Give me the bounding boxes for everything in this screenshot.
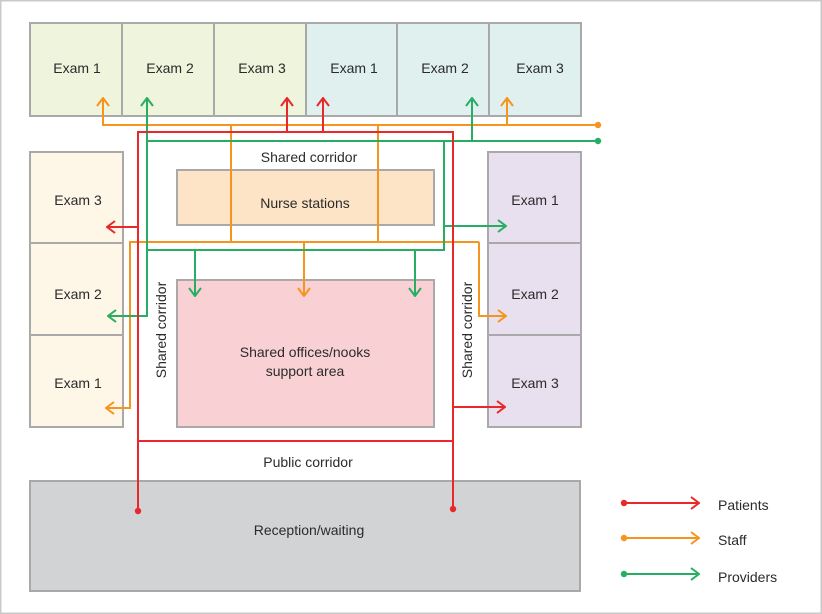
exam-room-label: Exam 3 [511, 375, 559, 391]
legend-label: Staff [718, 532, 747, 548]
legend-item-patients: Patients [620, 497, 769, 513]
exam-room-label: Exam 2 [54, 286, 102, 302]
staff-flow [103, 98, 602, 408]
shared-offices-label-line1: Shared offices/nooks [240, 344, 371, 360]
exam-room-label: Exam 1 [54, 375, 102, 391]
patient-route-loop [137, 131, 454, 511]
exam-room-label: Exam 1 [330, 60, 378, 76]
public-corridor-label: Public corridor [263, 454, 353, 470]
patients-flow [107, 98, 505, 515]
legend-label: Providers [718, 569, 777, 585]
providers-flow [108, 98, 602, 316]
legend-label: Patients [718, 497, 769, 513]
exam-room-label: Exam 3 [516, 60, 564, 76]
exam-room [121, 22, 215, 117]
top-shared-corridor-label: Shared corridor [261, 149, 358, 165]
right-exam-pod: Exam 1 Exam 2 Exam 3 [487, 151, 582, 428]
right-shared-corridor-label: Shared corridor [459, 281, 475, 378]
reception-waiting-area [29, 480, 581, 592]
exam-room [487, 151, 582, 244]
exam-room-label: Exam 1 [53, 60, 101, 76]
provider-origin-dot [594, 137, 602, 145]
top-right-exam-pod: Exam 1 Exam 2 Exam 3 [305, 22, 582, 117]
provider-route-connector [147, 141, 445, 251]
shared-offices-label-line2: support area [266, 363, 345, 379]
staff-route-right-exam2 [478, 242, 506, 316]
exam-room-label: Exam 2 [146, 60, 194, 76]
legend-dot-patients [620, 499, 628, 507]
legend-item-staff: Staff [620, 532, 747, 548]
left-exam-pod: Exam 3 Exam 2 Exam 1 [29, 151, 124, 428]
exam-room-label: Exam 2 [421, 60, 469, 76]
legend-dot-staff [620, 534, 628, 542]
top-left-exam-pod: Exam 1 Exam 2 Exam 3 [29, 22, 307, 117]
staff-origin-dot [594, 121, 602, 129]
provider-route-left-exam2 [108, 140, 598, 316]
reception-waiting-label: Reception/waiting [254, 522, 365, 538]
patient-origin-dot [449, 505, 457, 513]
shared-offices-area [176, 279, 435, 428]
exam-room-label: Exam 3 [54, 192, 102, 208]
nurse-stations-label: Nurse stations [260, 195, 349, 211]
legend-dot-providers [620, 570, 628, 578]
left-shared-corridor-label: Shared corridor [153, 281, 169, 378]
staff-route-top-left-exam1 [103, 98, 598, 126]
patient-origin-dot [134, 507, 142, 515]
exam-room-label: Exam 2 [511, 286, 559, 302]
legend-item-providers: Providers [620, 569, 777, 585]
exam-room-label: Exam 3 [238, 60, 286, 76]
legend: Patients Staff Providers [620, 497, 777, 585]
nurse-stations-area [176, 169, 435, 226]
exam-room-label: Exam 1 [511, 192, 559, 208]
